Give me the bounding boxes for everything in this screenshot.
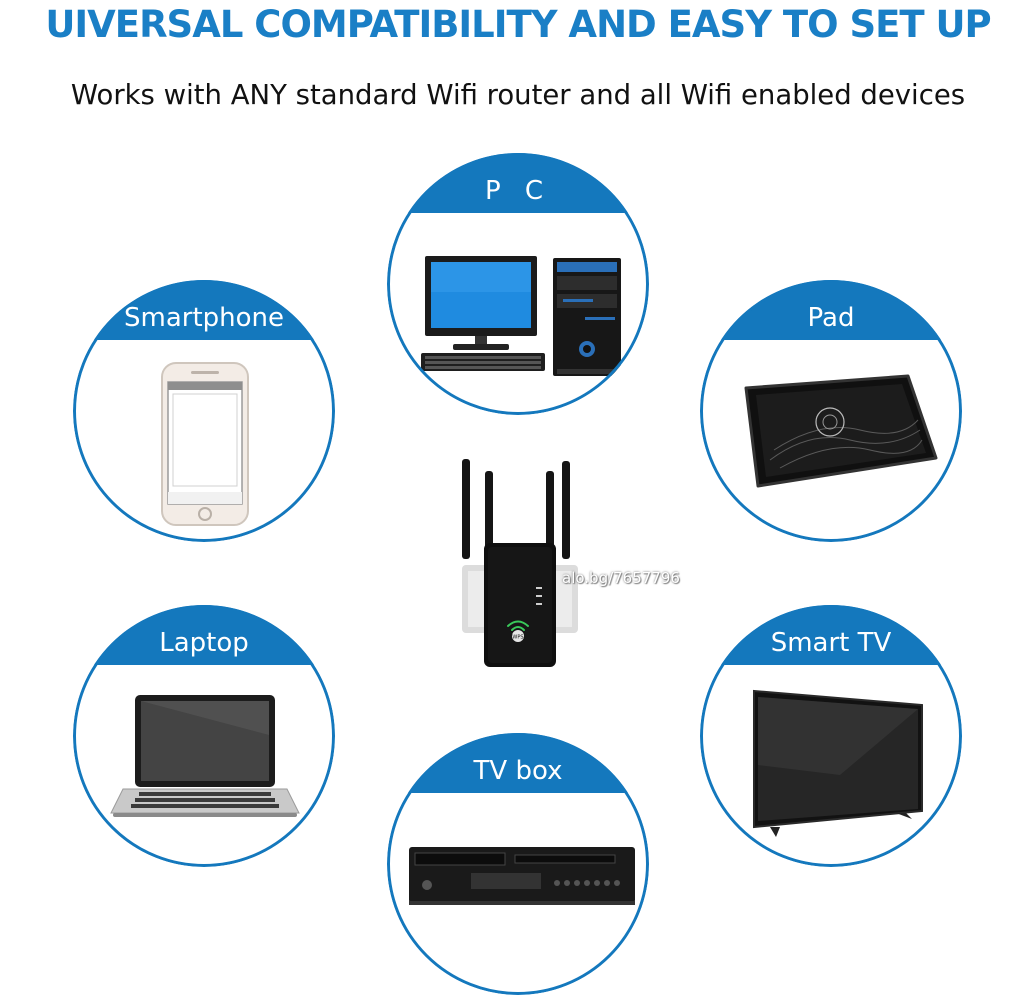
label-band (387, 153, 649, 213)
tv-box-icon (409, 847, 635, 905)
device-label-pad: Pad (807, 303, 855, 333)
laptop-icon (110, 695, 300, 817)
device-label-pc: P C (484, 176, 552, 206)
device-label-smartphone: Smartphone (123, 303, 284, 333)
desktop-pc-icon (421, 256, 621, 376)
label-band (73, 280, 335, 340)
label-band (700, 280, 962, 340)
label-band (700, 605, 962, 665)
wps-button-label: WPS (512, 635, 523, 641)
watermark: alo.bg/7657796 (562, 569, 680, 587)
smart-tv-icon (753, 689, 923, 837)
wifi-repeater-icon: WPS (462, 459, 578, 667)
tablet-icon (744, 374, 938, 488)
device-circle-laptop: Laptop (73, 605, 335, 867)
device-circle-smart-tv: Smart TV (700, 605, 962, 867)
label-band (387, 733, 649, 793)
device-label-tv-box: TV box (473, 756, 563, 786)
device-label-smart-tv: Smart TV (770, 628, 892, 658)
device-label-laptop: Laptop (159, 628, 249, 658)
smartphone-icon (161, 362, 249, 526)
subheadline: Works with ANY standard Wifi router and … (70, 79, 966, 111)
device-circle-pc: P C (387, 153, 649, 415)
device-circle-pad: Pad (700, 280, 962, 542)
label-band (73, 605, 335, 665)
device-circle-smartphone: Smartphone (73, 280, 335, 542)
device-circle-tv-box: TV box (387, 733, 649, 995)
headline: UIVERSAL COMPATIBILITY AND EASY TO SET U… (45, 3, 991, 46)
